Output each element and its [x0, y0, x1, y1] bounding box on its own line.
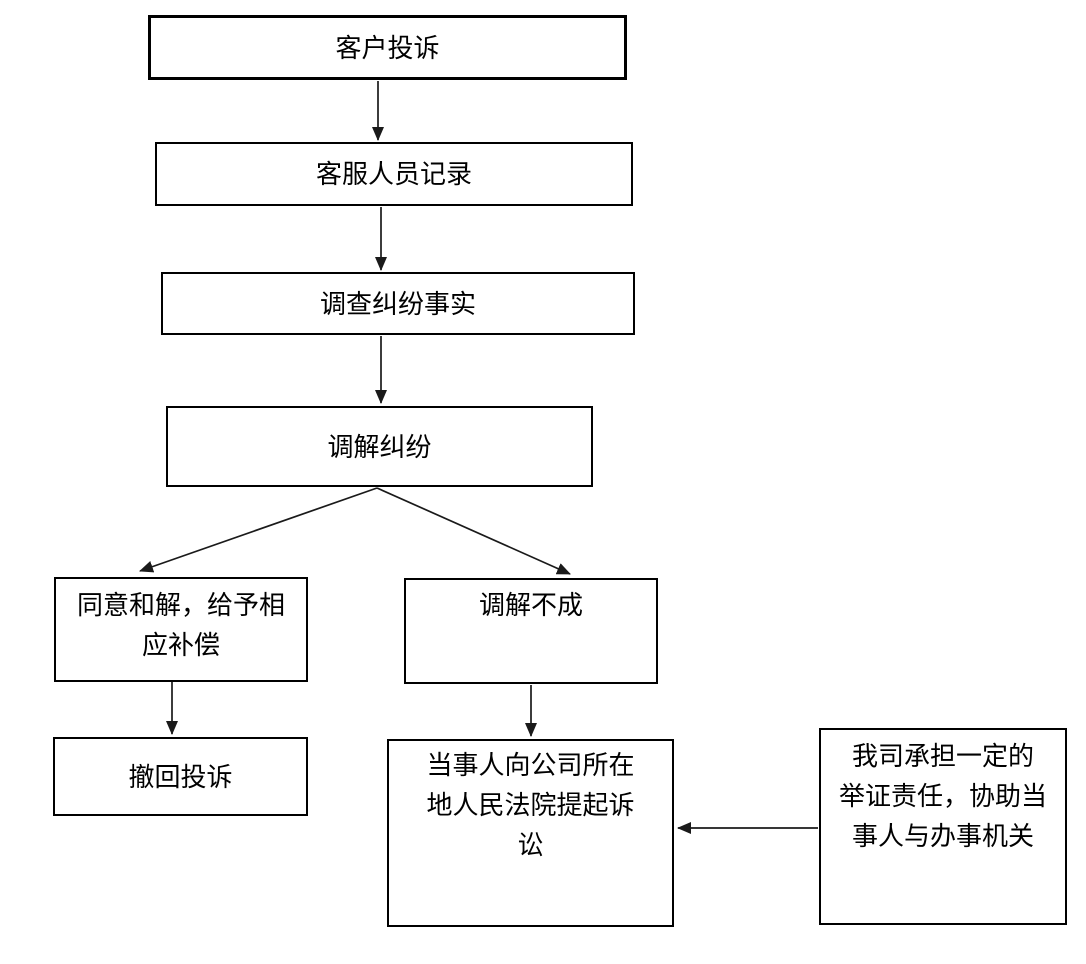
flow-node-customer-complaint: 客户投诉: [148, 15, 627, 80]
flow-node-service-staff-record: 客服人员记录: [155, 142, 633, 206]
flow-node-file-lawsuit-court: 当事人向公司所在 地人民法院提起诉 讼: [387, 739, 674, 927]
flow-node-label: 客服人员记录: [315, 159, 472, 189]
flow-node-label: 调解纠纷: [327, 431, 432, 462]
flow-node-label: 调查纠纷事实: [319, 288, 476, 319]
flow-node-investigate-dispute-facts: 调查纠纷事实: [161, 272, 635, 335]
flow-node-label: 我司承担一定的 举证责任，协助当 事人与办事机关: [838, 741, 1047, 851]
arrow-mediate-dispute-to-mediation-unsuccessful: [376, 487, 571, 575]
flow-node-mediate-dispute: 调解纠纷: [166, 406, 593, 487]
flow-node-label: 撤回投诉: [128, 761, 233, 792]
flow-node-label: 调解不成: [478, 590, 583, 620]
flow-node-company-burden-of-proof: 我司承担一定的 举证责任，协助当 事人与办事机关: [819, 728, 1067, 925]
flow-node-agree-settlement-compensation: 同意和解，给予相 应补偿: [54, 577, 308, 682]
arrow-mediate-dispute-to-agree-settlement-compensation: [139, 487, 378, 573]
flow-node-mediation-unsuccessful: 调解不成: [404, 578, 658, 684]
flow-node-withdraw-complaint: 撤回投诉: [53, 737, 308, 816]
flow-node-label: 当事人向公司所在 地人民法院提起诉 讼: [426, 750, 635, 860]
flow-node-label: 客户投诉: [335, 32, 440, 63]
flow-node-label: 同意和解，给予相 应补偿: [76, 590, 285, 660]
